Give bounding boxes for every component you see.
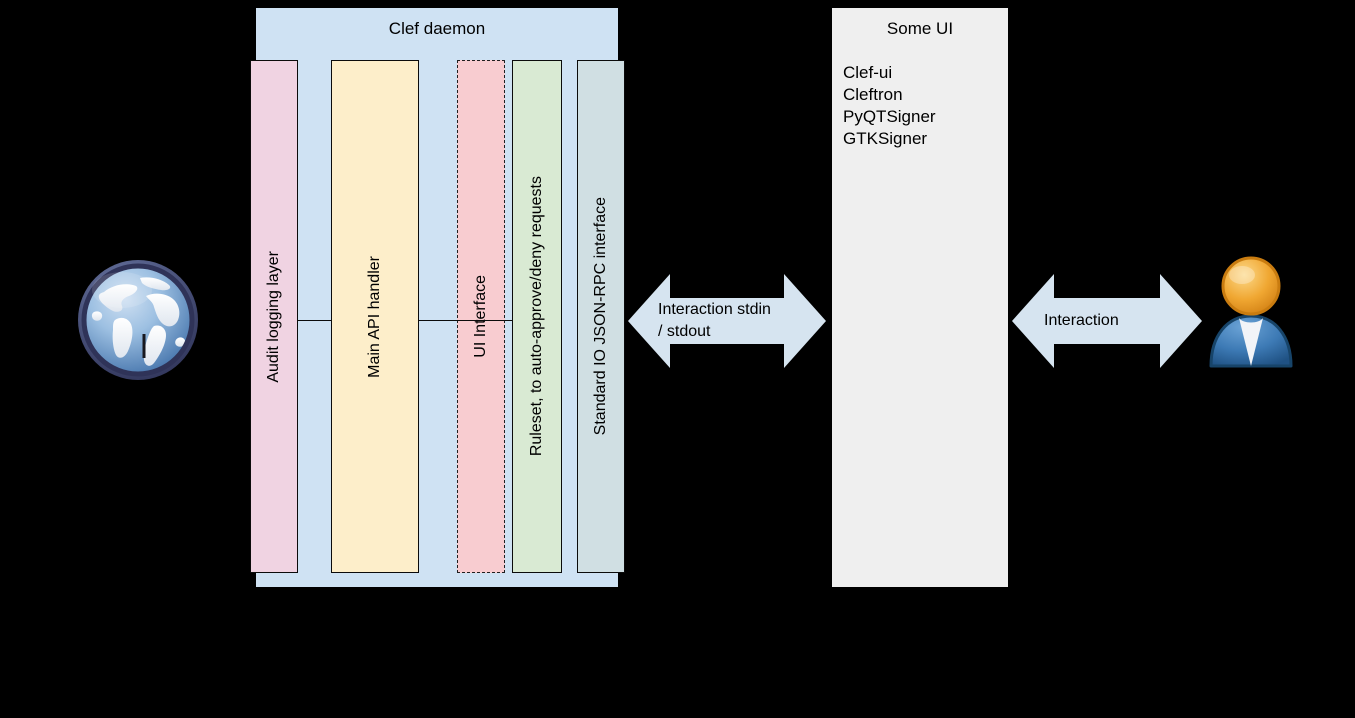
some-ui-panel xyxy=(832,8,1008,587)
arrow-daemon-to-ui: Interaction stdin / stdout xyxy=(628,268,826,374)
some-ui-list: Clef-ui Cleftron PyQTSigner GTKSigner xyxy=(843,62,1003,150)
column-label-audit-logging-layer: Audit logging layer xyxy=(265,250,282,383)
column-label-ui-interface: UI Interface xyxy=(472,275,489,358)
list-item: PyQTSigner xyxy=(843,107,936,126)
list-item: GTKSigner xyxy=(843,129,928,148)
column-audit-logging-layer[interactable]: Audit logging layer xyxy=(250,60,298,573)
some-ui-title: Some UI xyxy=(886,19,954,38)
user-icon xyxy=(1203,254,1299,370)
list-item: Clef-ui xyxy=(843,63,893,82)
column-standard-io-jsonrpc[interactable]: Standard IO JSON-RPC interface xyxy=(577,60,625,573)
list-item: Cleftron xyxy=(843,85,903,104)
column-label-standard-io-jsonrpc: Standard IO JSON-RPC interface xyxy=(592,197,609,436)
globe-icon xyxy=(74,256,202,384)
column-main-api-handler[interactable]: Main API handler xyxy=(331,60,419,573)
clef-daemon-container xyxy=(256,8,618,587)
column-ui-interface[interactable]: UI Interface xyxy=(457,60,505,573)
column-ruleset[interactable]: Ruleset, to auto-approve/deny requests xyxy=(512,60,562,573)
clef-daemon-title: Clef daemon xyxy=(388,19,486,38)
column-label-ruleset: Ruleset, to auto-approve/deny requests xyxy=(528,176,545,457)
connector-line-api-to-ruleset xyxy=(418,320,513,321)
column-label-main-api-handler: Main API handler xyxy=(366,255,383,378)
arrow-ui-to-user: Interaction xyxy=(1012,268,1202,374)
connector-line-audit-to-api xyxy=(297,320,332,321)
